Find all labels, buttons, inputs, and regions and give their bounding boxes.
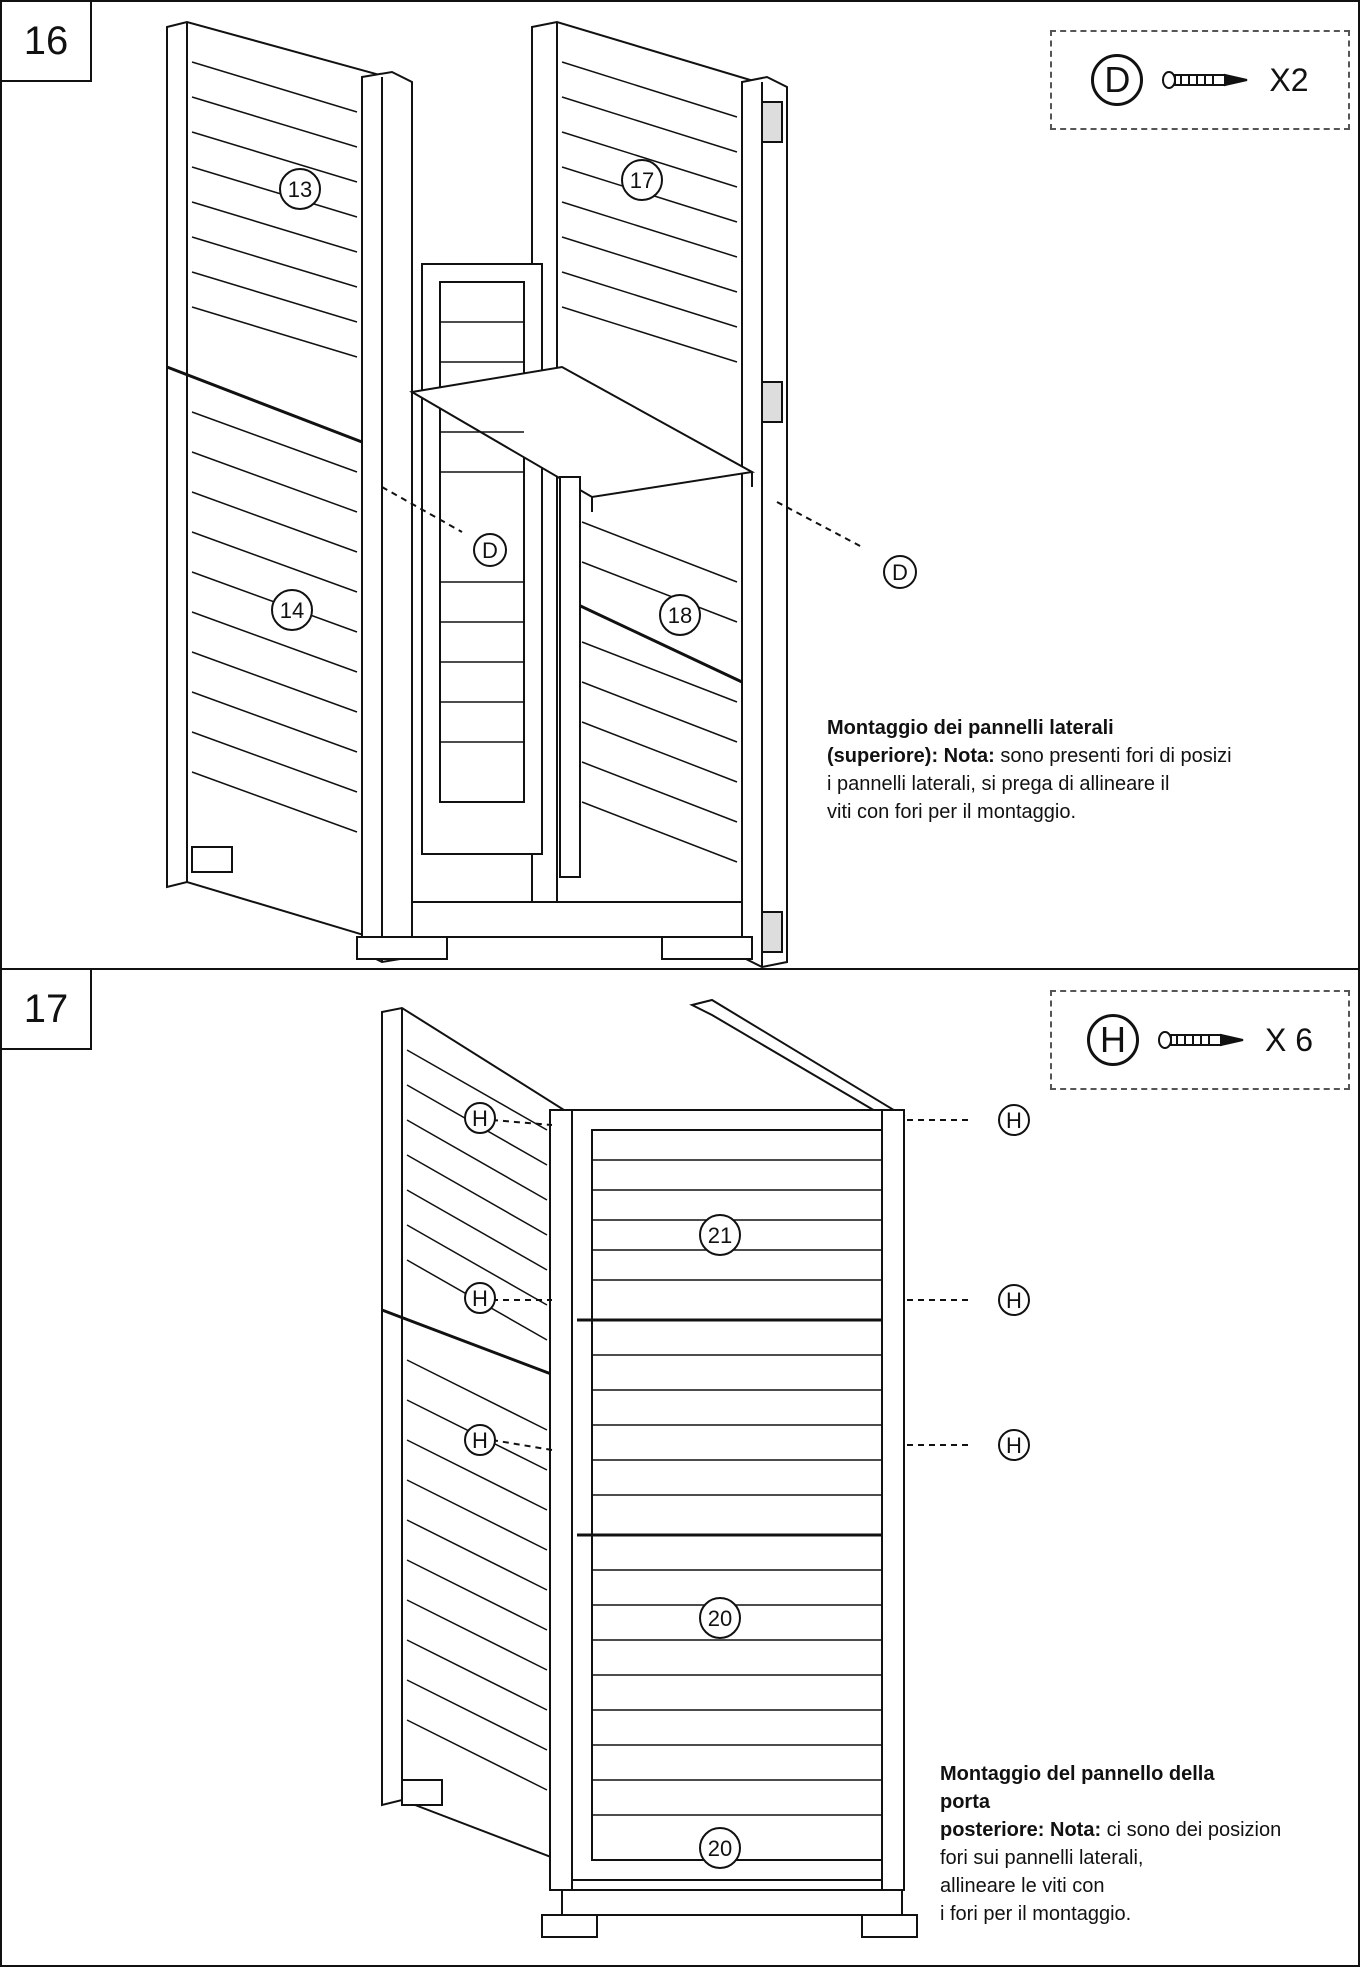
part-letter: D bbox=[1091, 54, 1144, 106]
note-line3: viti con fori per il montaggio. bbox=[827, 801, 1077, 823]
right-post bbox=[741, 75, 788, 968]
screw-label-h-5: H bbox=[1006, 1288, 1022, 1313]
note-line2: fori sui pannelli laterali, bbox=[940, 1847, 1144, 1869]
parts-callout: D X2 bbox=[1050, 30, 1350, 130]
note-line1: ci sono dei posizion bbox=[1101, 1819, 1282, 1841]
assembly-note: Montaggio del pannello della porta poste… bbox=[940, 1760, 1281, 1928]
step-17-panel: H H H H H H 21 20 20 17 H X 6 Montaggio bbox=[0, 968, 1360, 1967]
screw-label-h-4: H bbox=[1006, 1108, 1022, 1133]
base bbox=[561, 1889, 903, 1916]
part-label-17: 17 bbox=[630, 168, 654, 193]
parts-callout: H X 6 bbox=[1050, 990, 1350, 1090]
screw-label-d-right: D bbox=[892, 560, 908, 585]
note-bold: posteriore: Nota: bbox=[940, 1819, 1102, 1841]
screw-label-h-1: H bbox=[472, 1106, 488, 1131]
screw-label-d-left: D bbox=[482, 538, 498, 563]
screw-label-h-6: H bbox=[1006, 1433, 1022, 1458]
part-label-20-top: 20 bbox=[708, 1606, 732, 1631]
part-quantity: X 6 bbox=[1264, 1021, 1314, 1058]
left-post bbox=[361, 70, 413, 964]
step-number: 17 bbox=[2, 970, 92, 1050]
hinge-middle bbox=[761, 381, 783, 423]
note-title: Montaggio dei pannelli laterali bbox=[827, 717, 1114, 739]
step-16-panel: 13 17 14 18 D D 16 D X2 Montaggio dei pa… bbox=[0, 0, 1360, 970]
side-panel-left bbox=[166, 20, 388, 944]
screw-label-h-3: H bbox=[472, 1428, 488, 1453]
note-line2: i pannelli laterali, si prega di allinea… bbox=[827, 773, 1170, 795]
screw-icon bbox=[1162, 71, 1248, 89]
screw-icon bbox=[1157, 1031, 1244, 1049]
part-label-14: 14 bbox=[280, 598, 304, 623]
note-line4: i fori per il montaggio. bbox=[940, 1903, 1132, 1925]
note-title-2: porta bbox=[940, 1791, 990, 1813]
hinge-top bbox=[761, 101, 783, 143]
step-16-drawing: 13 17 14 18 D D bbox=[166, 20, 917, 968]
note-line1: sono presenti fori di posizi bbox=[994, 745, 1232, 767]
part-label-18: 18 bbox=[668, 603, 692, 628]
side-panel-back bbox=[689, 998, 906, 1116]
part-label-20-bottom: 20 bbox=[708, 1836, 732, 1861]
note-title: Montaggio del pannello della bbox=[940, 1763, 1215, 1785]
front-post bbox=[559, 476, 581, 878]
note-line3: allineare le viti con bbox=[940, 1875, 1105, 1897]
base bbox=[411, 901, 743, 938]
part-label-21: 21 bbox=[708, 1223, 732, 1248]
part-quantity: X2 bbox=[1269, 61, 1309, 98]
note-bold: (superiore): Nota: bbox=[827, 745, 995, 767]
part-letter: H bbox=[1086, 1014, 1139, 1066]
screw-label-h-2: H bbox=[472, 1286, 488, 1311]
assembly-note: Montaggio dei pannelli laterali (superio… bbox=[827, 714, 1232, 826]
part-label-13: 13 bbox=[288, 177, 312, 202]
step-17-drawing: H H H H H H 21 20 20 bbox=[381, 998, 1030, 1938]
hinge-bottom bbox=[761, 911, 783, 953]
step-number: 16 bbox=[2, 2, 92, 82]
